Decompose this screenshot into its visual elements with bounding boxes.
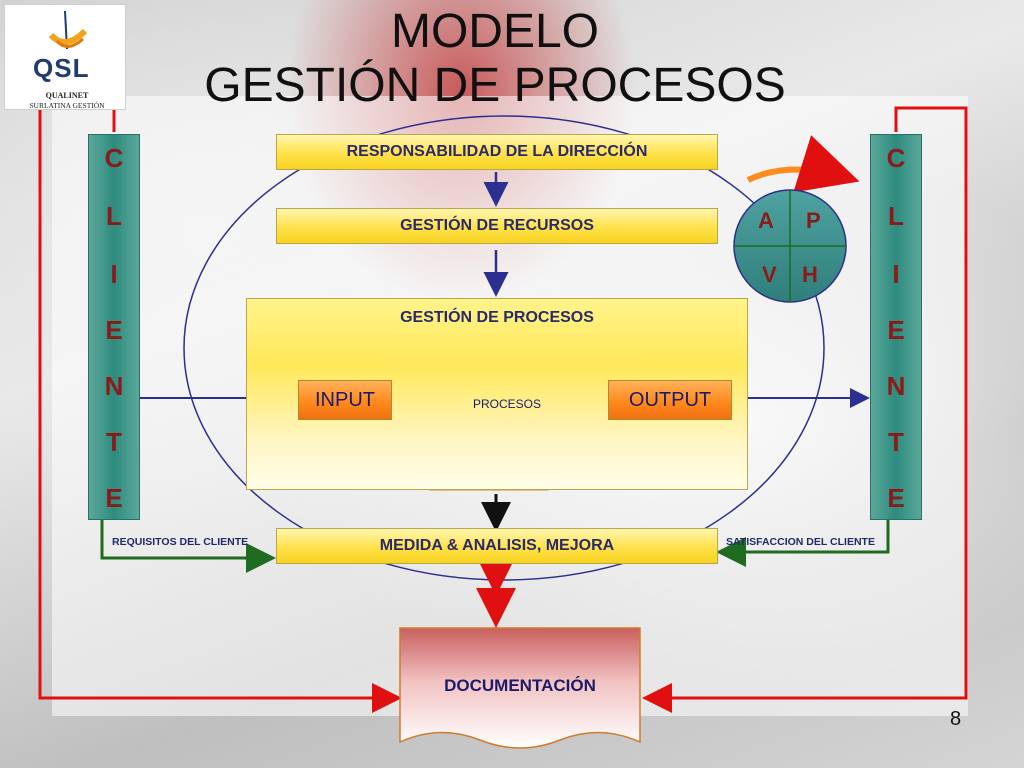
- cliente-right-letter: N: [886, 371, 906, 401]
- pdca-letter-a: A: [758, 208, 774, 233]
- qsl-logo: QSL QUALINET SURLATINA GESTIÓN: [4, 4, 126, 110]
- pdca-cycle: [733, 135, 860, 303]
- documentacion-shape: [399, 627, 641, 749]
- documentacion-label: DOCUMENTACIÓN: [444, 676, 596, 695]
- responsabilidad-box: RESPONSABILIDAD DE LA DIRECCIÓN: [276, 134, 718, 170]
- cliente-left-letter: E: [105, 315, 123, 345]
- logo-line-1: QUALINET: [45, 91, 89, 100]
- procesos-label: PROCESOS: [472, 397, 541, 411]
- title-line-2: GESTIÓN DE PROCESOS: [204, 59, 786, 112]
- output-box: OUTPUT: [608, 380, 732, 420]
- input-box: INPUT: [298, 380, 392, 420]
- pdca-letter-h: H: [802, 262, 818, 287]
- green-arrow-satisfaccion: [716, 520, 890, 567]
- medida-analisis-box: MEDIDA & ANALISIS, MEJORA: [276, 528, 718, 564]
- requisitos-label: REQUISITOS DEL CLIENTE: [112, 536, 249, 548]
- cliente-right-column: C L I E N T E: [870, 134, 922, 520]
- cliente-left-letter: L: [106, 201, 122, 231]
- logo-line-2: SURLATINA GESTIÓN: [29, 101, 105, 110]
- cliente-right-letter: E: [887, 315, 905, 345]
- gestion-recursos-box: GESTIÓN DE RECURSOS: [276, 208, 718, 244]
- pdca-cycle-arrow: [746, 135, 860, 193]
- red-loop-right: [642, 106, 968, 713]
- cliente-left-letter: C: [104, 143, 124, 173]
- cliente-left-letter: T: [106, 427, 122, 457]
- cliente-left-column: C L I E N T E: [88, 134, 140, 520]
- cliente-left-letter: E: [105, 483, 123, 513]
- cliente-right-letter: C: [886, 143, 906, 173]
- cliente-left-letter: N: [104, 371, 124, 401]
- cliente-right-letter: T: [888, 427, 904, 457]
- pdca-letter-v: V: [762, 262, 777, 287]
- cliente-right-letter: L: [888, 201, 904, 231]
- gestion-procesos-title: GESTIÓN DE PROCESOS: [400, 309, 594, 326]
- logo-emblem-icon: [48, 10, 88, 50]
- page-number: 8: [950, 708, 962, 730]
- cliente-right-letter: I: [892, 259, 900, 289]
- green-arrow-requisitos: [100, 520, 276, 573]
- cliente-left-letter: I: [110, 259, 118, 289]
- cliente-right-letter: E: [887, 483, 905, 513]
- pdca-letter-p: P: [806, 208, 821, 233]
- logo-mark: QSL: [33, 53, 90, 83]
- title-line-1: MODELO: [390, 5, 600, 58]
- satisfaccion-label: SATISFACCION DEL CLIENTE: [726, 536, 875, 548]
